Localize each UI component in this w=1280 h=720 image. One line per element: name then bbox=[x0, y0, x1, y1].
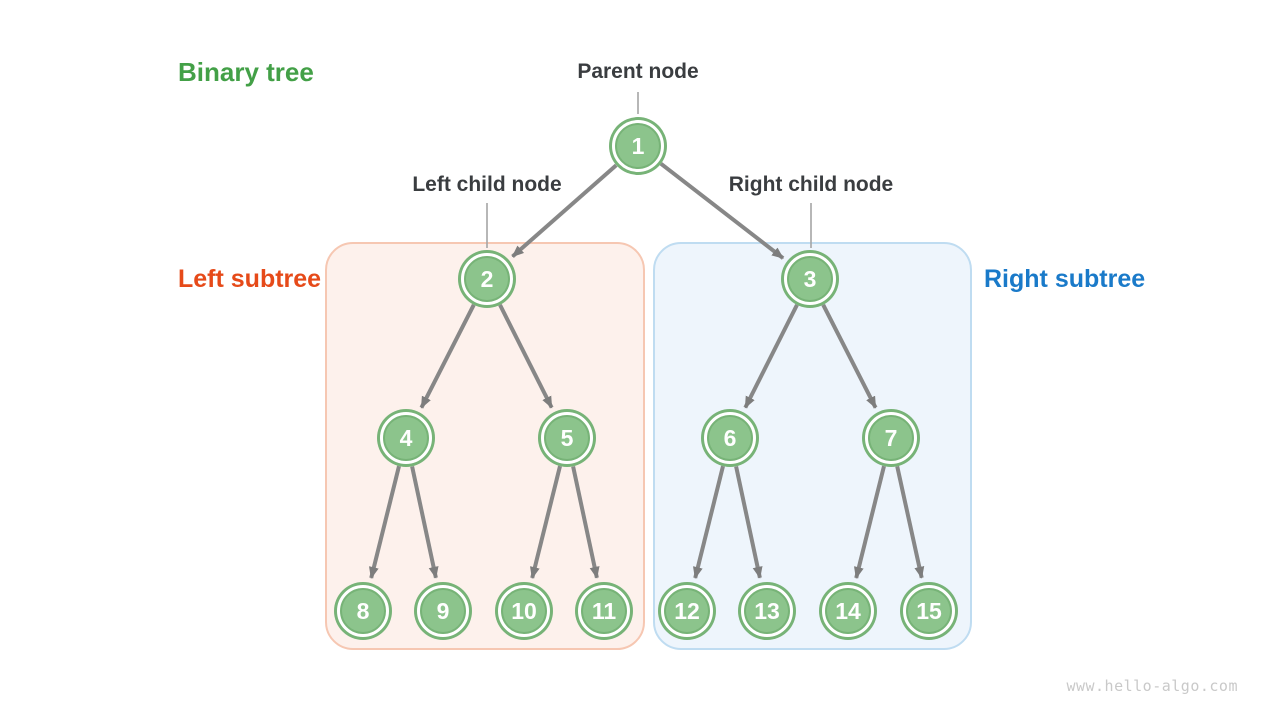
edge-4-8 bbox=[368, 465, 401, 579]
edge-6-12 bbox=[692, 465, 725, 579]
tree-node-10: 10 bbox=[498, 585, 550, 637]
diagram-title: Binary tree bbox=[178, 57, 314, 87]
tree-node-9: 9 bbox=[417, 585, 469, 637]
edge-6-13 bbox=[734, 465, 763, 579]
edge-5-10 bbox=[529, 465, 562, 579]
tree-node-value: 10 bbox=[511, 597, 537, 624]
edge-2-4 bbox=[419, 303, 476, 409]
edge-arrows bbox=[368, 162, 925, 579]
tree-node-value: 13 bbox=[754, 597, 780, 624]
tree-node-12: 12 bbox=[661, 585, 713, 637]
right-child-node-label: Right child node bbox=[728, 173, 894, 196]
tree-node-value: 9 bbox=[436, 597, 450, 624]
left-child-node-label: Left child node bbox=[412, 173, 562, 196]
edge-2-5 bbox=[498, 304, 554, 409]
tree-node-8: 8 bbox=[337, 585, 389, 637]
edge-3-6 bbox=[743, 304, 799, 409]
tree-node-value: 3 bbox=[803, 265, 817, 292]
tree-node-13: 13 bbox=[741, 585, 793, 637]
parent-node-label: Parent node bbox=[577, 60, 699, 83]
tree-node-value: 15 bbox=[916, 597, 942, 624]
edge-4-9 bbox=[410, 465, 439, 579]
tree-node-5: 5 bbox=[541, 412, 593, 464]
right-subtree-label: Right subtree bbox=[984, 265, 1146, 293]
tree-node-7: 7 bbox=[865, 412, 917, 464]
tree-node-3: 3 bbox=[784, 253, 836, 305]
tree-node-1: 1 bbox=[612, 120, 664, 172]
watermark-text: www.hello-algo.com bbox=[1066, 677, 1238, 695]
tree-node-6: 6 bbox=[704, 412, 756, 464]
tree-node-value: 1 bbox=[631, 132, 645, 159]
edge-1-2 bbox=[511, 163, 618, 259]
tree-node-15: 15 bbox=[903, 585, 955, 637]
tree-node-value: 12 bbox=[674, 597, 700, 624]
tree-node-4: 4 bbox=[380, 412, 432, 464]
tree-node-value: 2 bbox=[480, 265, 494, 292]
edge-3-7 bbox=[821, 303, 878, 409]
tree-node-value: 14 bbox=[835, 597, 861, 624]
edge-7-14 bbox=[853, 465, 886, 579]
tree-node-11: 11 bbox=[578, 585, 630, 637]
tree-node-2: 2 bbox=[461, 253, 513, 305]
left-subtree-label: Left subtree bbox=[178, 265, 322, 293]
tree-node-value: 5 bbox=[560, 424, 574, 451]
tree-node-value: 4 bbox=[399, 424, 413, 451]
edge-1-3 bbox=[659, 162, 785, 260]
tree-node-14: 14 bbox=[822, 585, 874, 637]
tree-node-value: 8 bbox=[356, 597, 370, 624]
edge-7-15 bbox=[895, 465, 925, 579]
tree-node-value: 11 bbox=[591, 597, 617, 624]
edge-5-11 bbox=[571, 465, 600, 579]
label-connector-lines bbox=[486, 92, 812, 248]
tree-node-value: 6 bbox=[723, 424, 737, 451]
tree-node-value: 7 bbox=[884, 424, 898, 451]
